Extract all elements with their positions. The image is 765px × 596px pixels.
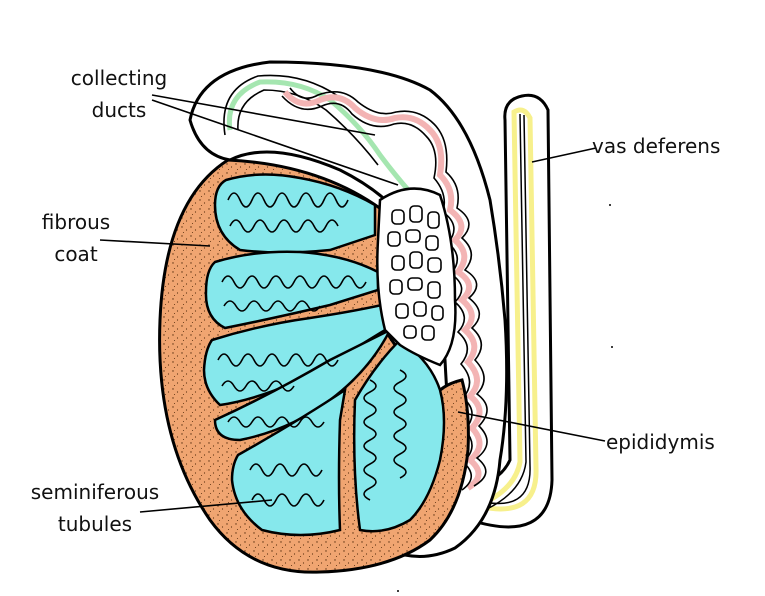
label-epididymis-text: epididymis bbox=[606, 430, 715, 454]
label-fibrous-coat-line2: coat bbox=[54, 242, 98, 266]
label-collecting-ducts: collecting ducts bbox=[60, 62, 178, 126]
leader-seminiferous-tubules bbox=[139, 499, 273, 513]
label-vas-deferens-text: vas deferens bbox=[592, 134, 721, 158]
label-epididymis: epididymis bbox=[606, 426, 715, 458]
vas-deferens-lumen bbox=[477, 107, 539, 512]
lobe-1 bbox=[213, 173, 377, 254]
leader-epididymis bbox=[457, 411, 606, 442]
label-seminiferous-tubules-line2: tubules bbox=[57, 512, 133, 536]
leader-vas-deferens bbox=[531, 147, 597, 163]
label-vas-deferens: vas deferens bbox=[592, 130, 720, 162]
leader-fibrous-coat bbox=[99, 239, 211, 247]
label-collecting-ducts-line2: ducts bbox=[91, 98, 147, 122]
leader-lines bbox=[99, 94, 606, 513]
rete-testis bbox=[376, 187, 457, 367]
lobe-2 bbox=[204, 250, 380, 330]
label-seminiferous-tubules: seminiferous tubules bbox=[20, 476, 170, 540]
leader-collecting-ducts-2 bbox=[151, 99, 399, 186]
leader-collecting-ducts-1 bbox=[151, 94, 376, 136]
label-fibrous-coat: fibrous coat bbox=[30, 206, 122, 270]
epididymis bbox=[188, 60, 509, 567]
label-seminiferous-tubules-line1: seminiferous bbox=[30, 480, 160, 504]
seminiferous-tubule-lobes bbox=[202, 173, 446, 537]
label-collecting-ducts-line1: collecting bbox=[70, 66, 168, 90]
label-fibrous-coat-line1: fibrous bbox=[41, 210, 111, 234]
